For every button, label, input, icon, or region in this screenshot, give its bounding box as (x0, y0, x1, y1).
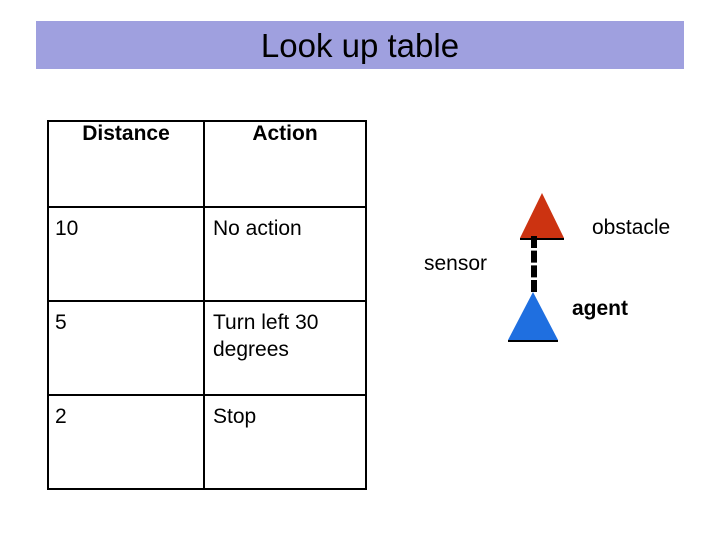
table-header-row: Distance Action (47, 120, 367, 208)
cell-action-value: Turn left 30 degrees (213, 311, 319, 361)
cell-distance-value: 5 (55, 311, 67, 334)
cell-distance: 5 (47, 300, 205, 396)
obstacle-label: obstacle (592, 216, 671, 239)
page-title: Look up table (260, 26, 460, 64)
lookup-table: Distance Action 10 No action 5 (47, 120, 367, 490)
sensor-label: sensor (424, 252, 488, 275)
obstacle-triangle-icon (520, 193, 564, 240)
cell-distance: 2 (47, 394, 205, 490)
title-banner: Look up table (36, 21, 684, 69)
cell-action: Turn left 30 degrees (203, 300, 367, 396)
agent-label: agent (572, 297, 629, 320)
cell-action: Stop (203, 394, 367, 490)
cell-distance-value: 2 (55, 405, 67, 428)
agent-triangle-icon (508, 292, 558, 342)
cell-distance: 10 (47, 206, 205, 302)
cell-action-value: No action (213, 217, 302, 240)
column-header-distance-label: Distance (82, 122, 170, 145)
cell-action: No action (203, 206, 367, 302)
cell-action-value: Stop (213, 405, 257, 428)
agent-obstacle-diagram: obstacle sensor agent (410, 185, 710, 355)
table-row: 5 Turn left 30 degrees (47, 300, 367, 396)
column-header-action: Action (203, 120, 367, 208)
column-header-distance: Distance (47, 120, 205, 208)
column-header-action-label: Action (252, 122, 318, 145)
table-row: 10 No action (47, 206, 367, 302)
table-row: 2 Stop (47, 394, 367, 490)
cell-distance-value: 10 (55, 217, 79, 240)
sensor-beam-dashed-line (531, 236, 537, 292)
